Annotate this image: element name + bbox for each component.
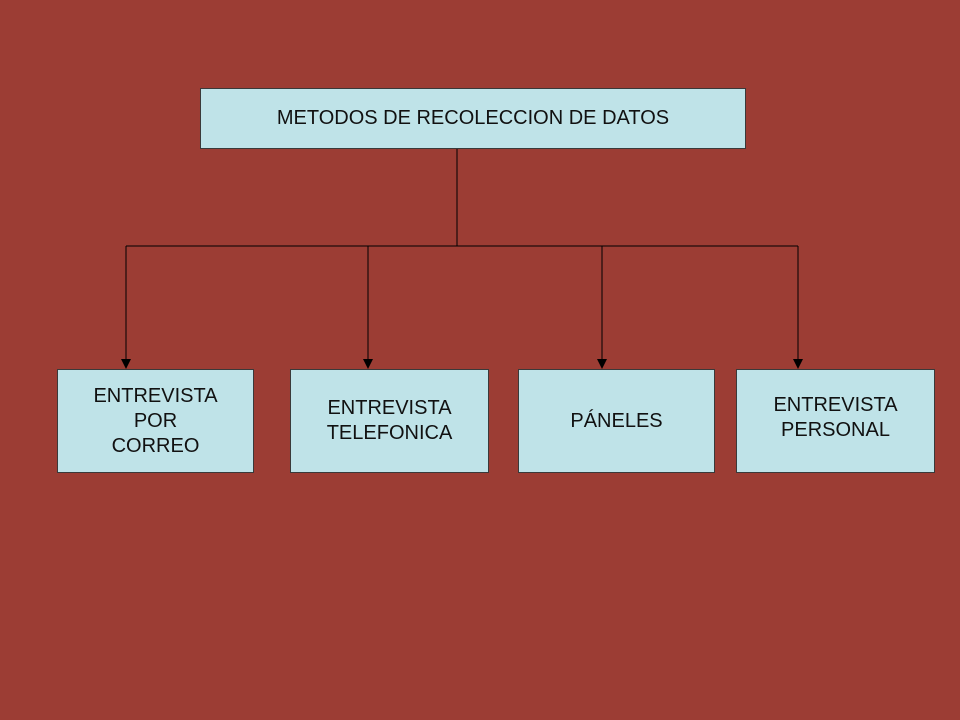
root-node-label: METODOS DE RECOLECCION DE DATOS	[276, 107, 670, 129]
child-node-label: PÁNELES	[570, 409, 663, 432]
child-node-label: ENTREVISTA POR CORREO	[93, 384, 218, 457]
child-node-entrevista-telefonica: ENTREVISTA TELEFONICA	[290, 369, 489, 473]
child-node-label: ENTREVISTA TELEFONICA	[326, 397, 453, 444]
child-node-label: ENTREVISTA PERSONAL	[773, 394, 898, 441]
root-node: METODOS DE RECOLECCION DE DATOS	[200, 88, 746, 149]
child-node-entrevista-por-correo: ENTREVISTA POR CORREO	[57, 369, 254, 473]
child-node-paneles: PÁNELES	[518, 369, 715, 473]
child-node-entrevista-personal: ENTREVISTA PERSONAL	[736, 369, 935, 473]
